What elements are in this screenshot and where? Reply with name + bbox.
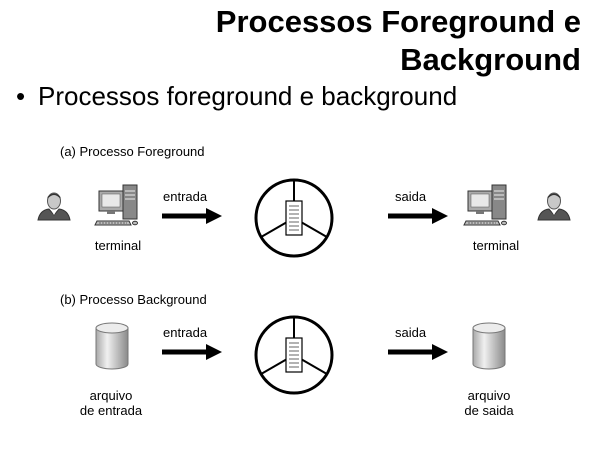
bg-in-arrow-icon [162, 344, 222, 360]
fg-out-arrow-label: saida [395, 189, 426, 204]
fg-out-arrow-icon [388, 208, 448, 224]
fg-process-icon [256, 180, 332, 256]
fg-output-user-icon [538, 193, 570, 220]
fg-in-arrow-icon [162, 208, 222, 224]
bg-out-arrow-icon [388, 344, 448, 360]
fg-output-device-label: terminal [466, 238, 526, 253]
bg-input-file-label-line1: arquivo [66, 388, 156, 403]
fg-input-computer-icon [95, 185, 138, 225]
bg-output-file-icon [473, 323, 505, 369]
bg-in-arrow-label: entrada [163, 325, 207, 340]
bg-input-file-label: arquivo de entrada [66, 388, 156, 418]
bg-input-file-icon [96, 323, 128, 369]
bg-input-file-label-line2: de entrada [66, 403, 156, 418]
fg-input-device-label: terminal [88, 238, 148, 253]
bg-process-icon [256, 317, 332, 393]
bg-output-file-label-line2: de saida [444, 403, 534, 418]
fg-caption: (a) Processo Foreground [60, 144, 205, 159]
fg-input-user-icon [38, 193, 70, 220]
bg-output-file-label: arquivo de saida [444, 388, 534, 418]
bg-out-arrow-label: saida [395, 325, 426, 340]
fg-output-computer-icon [464, 185, 507, 225]
bg-output-file-label-line1: arquivo [444, 388, 534, 403]
bg-caption: (b) Processo Background [60, 292, 207, 307]
fg-in-arrow-label: entrada [163, 189, 207, 204]
